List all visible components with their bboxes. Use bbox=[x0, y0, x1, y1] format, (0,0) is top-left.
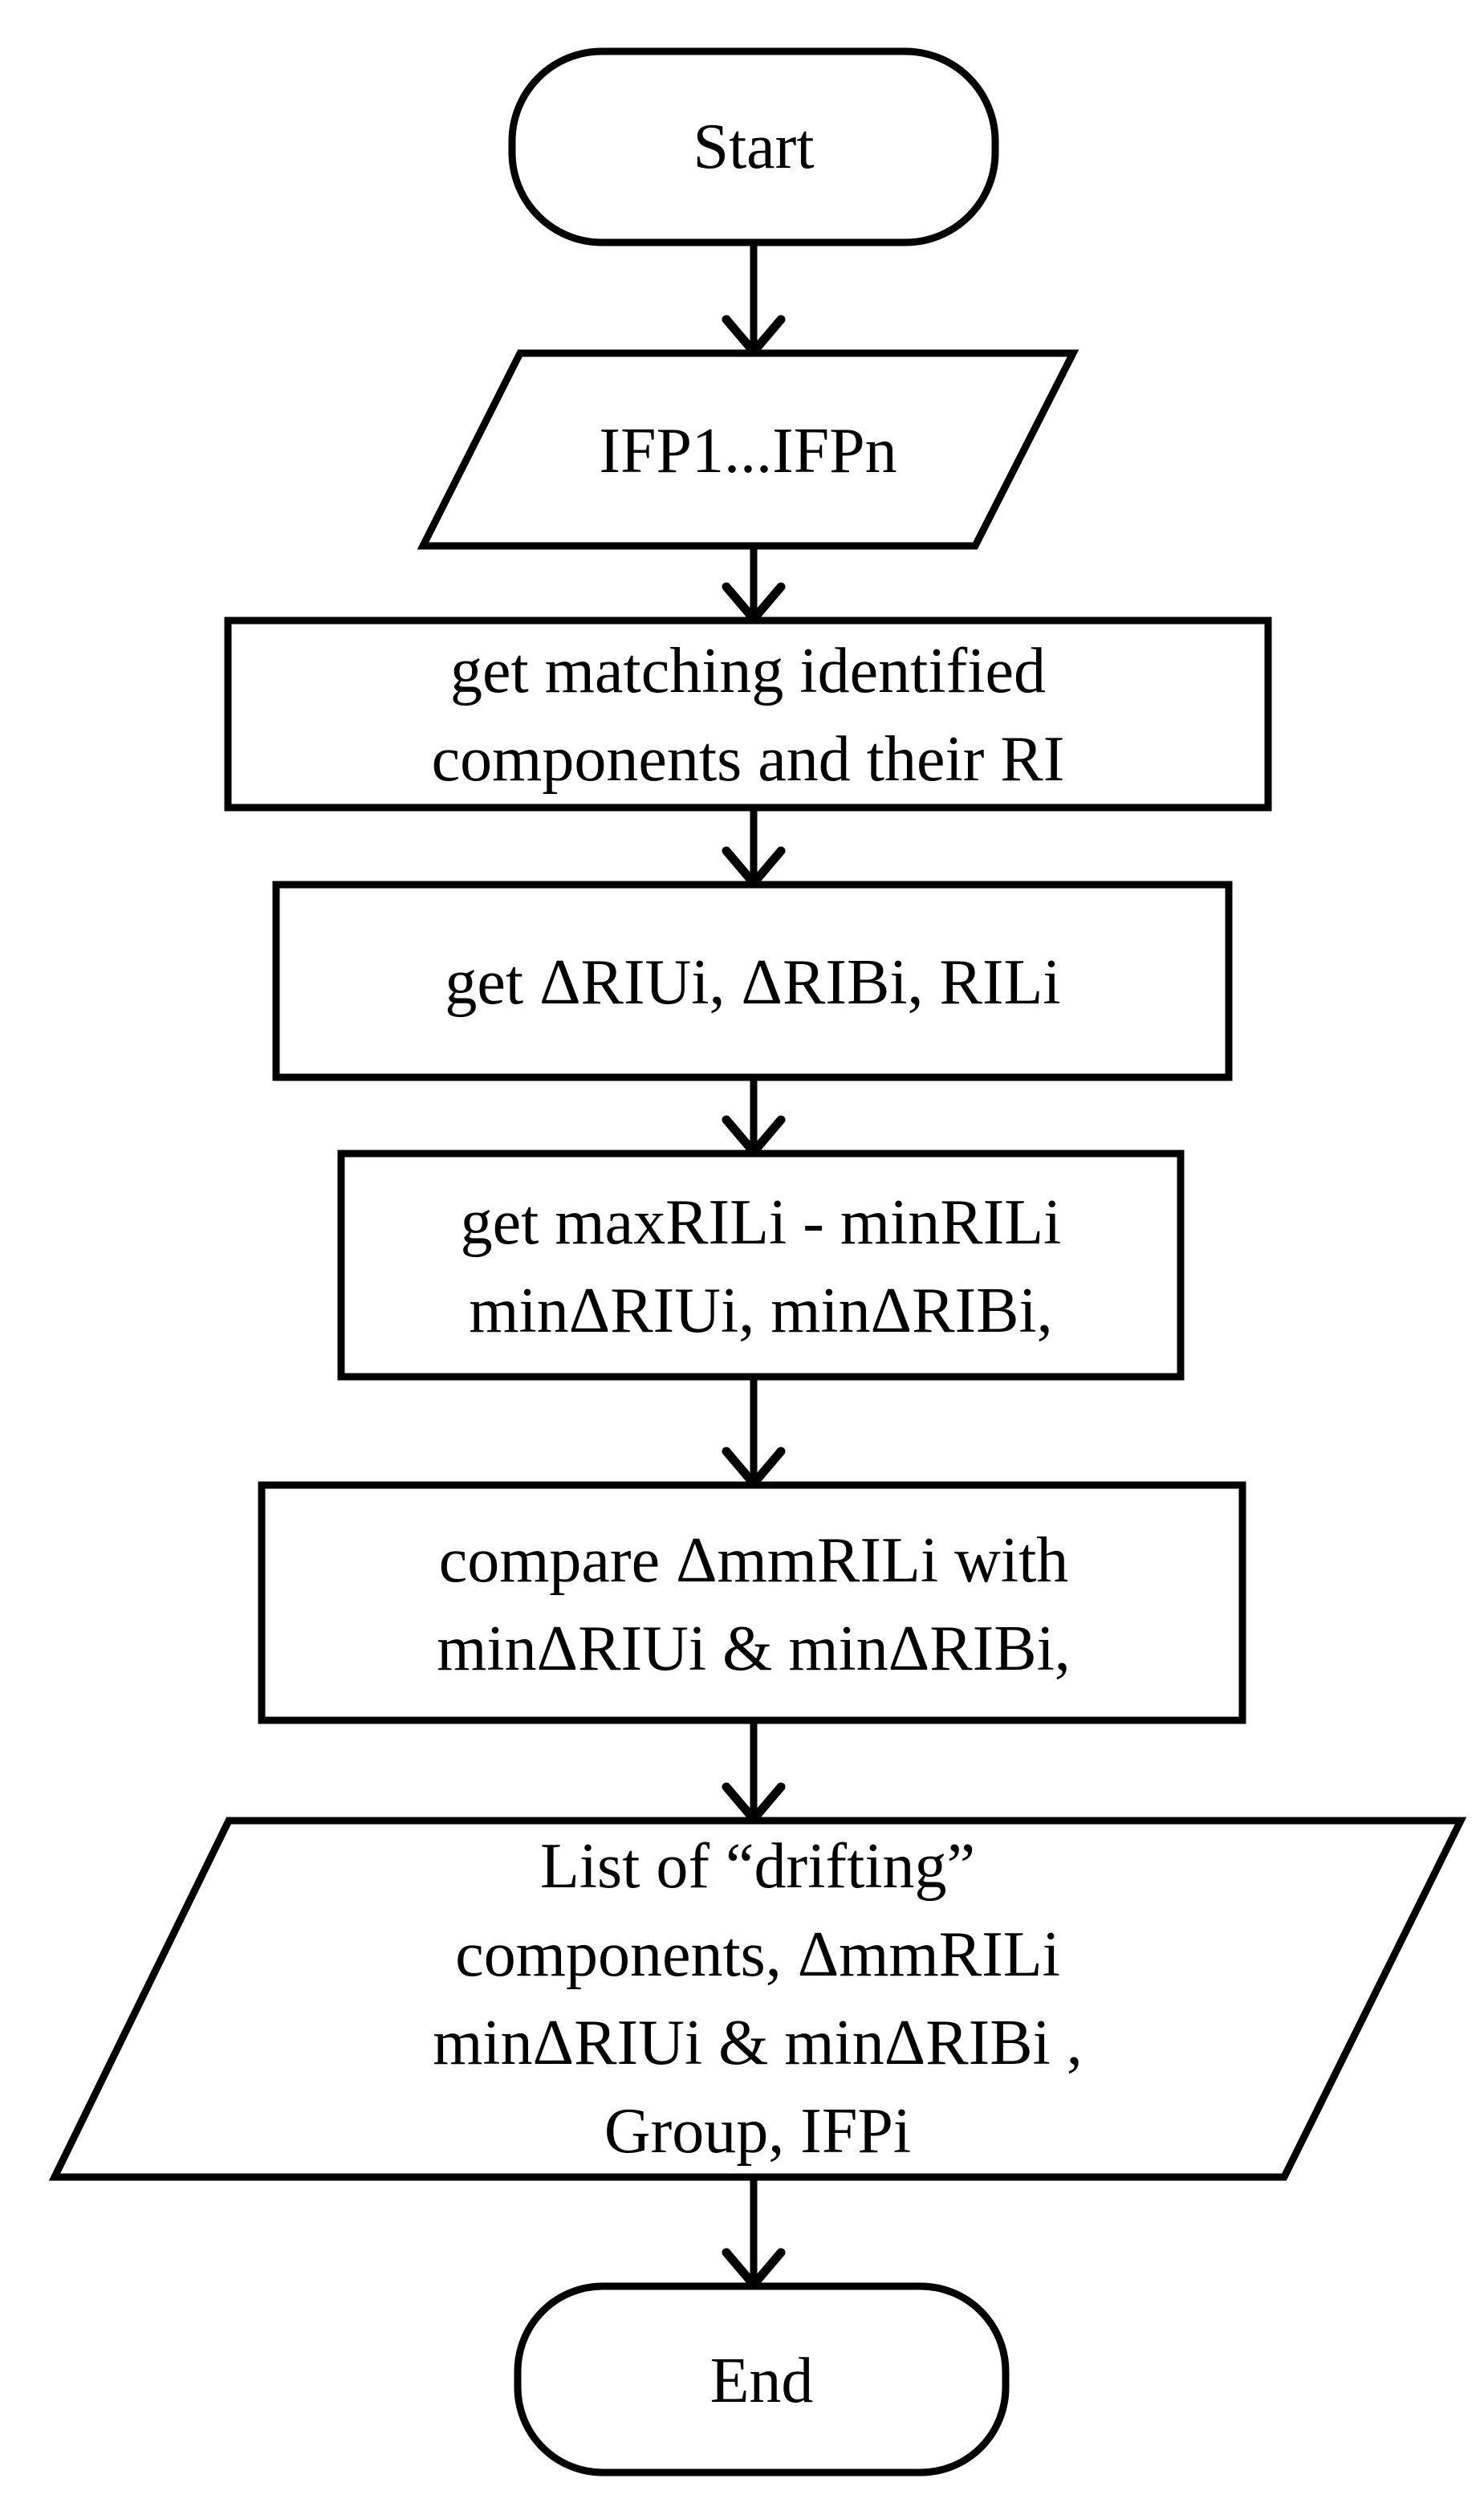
get-minmax-label-line1: get maxRILi - minRILi bbox=[461, 1187, 1062, 1258]
compare-label-line1: compare ΔmmRILi with bbox=[439, 1525, 1069, 1596]
input-parallelogram-shape bbox=[417, 349, 1079, 550]
node-get-ri: get ΔRIUi, ΔRIBi, RILi bbox=[272, 881, 1233, 1081]
start-label: Start bbox=[693, 112, 814, 182]
get-ri-label: get ΔRIUi, ΔRIBi, RILi bbox=[445, 947, 1060, 1018]
node-get-minmax: get maxRILi - minRILi minΔRIUi, minΔRIBi… bbox=[337, 1150, 1185, 1381]
node-input-ifp: IFP1...IFPn bbox=[417, 349, 1079, 550]
process-rect-shape bbox=[258, 1481, 1246, 1724]
process-rect-shape bbox=[337, 1150, 1185, 1381]
flow-arrow-output-to-end bbox=[722, 2177, 786, 2292]
output-list-label-line3: minΔRIUi & minΔRIBi , bbox=[433, 2008, 1083, 2078]
get-matching-label-line1: get matching identified bbox=[450, 636, 1046, 706]
flow-arrow-minmax-to-compare bbox=[722, 1377, 786, 1491]
output-parallelogram-shape bbox=[48, 1817, 1467, 2181]
get-minmax-label-line2: minΔRIUi, minΔRIBi, bbox=[469, 1276, 1052, 1346]
node-output-list: List of “drifting” components, ΔmmRILi m… bbox=[48, 1817, 1467, 2181]
node-end: End bbox=[514, 2282, 1010, 2476]
flow-arrow-start-to-input bbox=[722, 242, 786, 359]
get-matching-label-line2: components and their RI bbox=[432, 724, 1065, 795]
input-ifp-label: IFP1...IFPn bbox=[599, 416, 896, 486]
flow-arrow-input-to-matching bbox=[722, 546, 786, 626]
end-terminator-shape bbox=[514, 2282, 1010, 2476]
flow-arrow-ri-to-minmax bbox=[722, 1077, 786, 1159]
flow-arrow-compare-to-output bbox=[722, 1720, 786, 1826]
node-start: Start bbox=[508, 47, 999, 246]
process-rect-shape bbox=[224, 617, 1272, 812]
end-label: End bbox=[710, 2346, 814, 2416]
node-get-matching: get matching identified components and t… bbox=[224, 617, 1272, 812]
output-list-label-line2: components, ΔmmRILi bbox=[455, 1919, 1060, 1990]
output-list-label-line1: List of “drifting” bbox=[540, 1831, 975, 1902]
flow-arrow-matching-to-ri bbox=[722, 808, 786, 890]
output-list-label-line4: Group, IFPi bbox=[604, 2096, 911, 2167]
node-compare: compare ΔmmRILi with minΔRIUi & minΔRIBi… bbox=[258, 1481, 1246, 1724]
compare-label-line2: minΔRIUi & minΔRIBi, bbox=[437, 1614, 1071, 1684]
